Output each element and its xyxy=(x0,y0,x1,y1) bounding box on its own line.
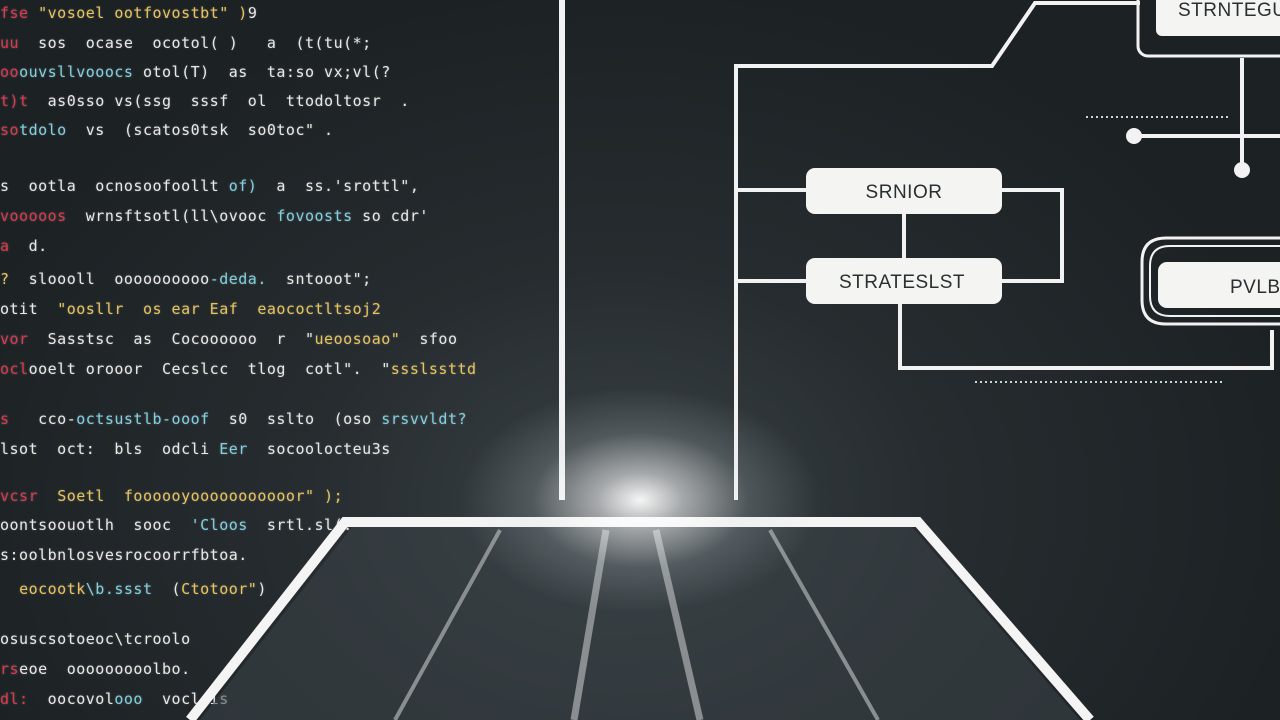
code-token: ocl xyxy=(0,360,29,378)
code-token: a xyxy=(0,237,10,255)
code-token: vcsr xyxy=(0,487,39,505)
code-line: oontsoouotlh sooc 'Cloos srtl.sl(. xyxy=(0,516,353,534)
node-strategy-label: STRNTEGU xyxy=(1178,0,1280,21)
node-plan-label: PVLBN xyxy=(1230,277,1280,298)
code-token: so cdr' xyxy=(352,207,429,225)
code-token: sloooll oooooooooo xyxy=(28,270,210,288)
code-line: rseoe ooooooooolbo. xyxy=(0,660,191,678)
code-token: 'Cloos xyxy=(190,516,248,534)
dotted-guides xyxy=(975,116,1230,383)
code-token: ( xyxy=(152,580,182,598)
code-token: "oosllr os ear Eaf eaococtltsoj2 xyxy=(57,300,382,318)
code-token: ooo xyxy=(114,690,143,708)
code-token: tdolo xyxy=(19,121,77,139)
code-line: vcsr Soetl foooooyooooooooooor" ); xyxy=(0,487,343,505)
code-token: -deda. xyxy=(209,270,267,288)
code-token: of) xyxy=(228,177,258,195)
code-token: ueoosoao" xyxy=(314,330,401,348)
code-line: fse "vosoel ootfovostbt" )9 xyxy=(0,4,257,22)
code-token: rs xyxy=(0,660,20,678)
code-token: eoe ooooooooolbo. xyxy=(19,660,191,678)
code-token: ootfovostbt" ) xyxy=(114,4,248,22)
code-token: Ctotoor" xyxy=(181,580,258,598)
code-panel: fse "vosoel ootfovostbt" )9 uu sos ocase … xyxy=(0,0,560,720)
code-token: eocootk xyxy=(19,580,86,598)
node-senior-label: SRNIOR xyxy=(866,182,943,203)
code-token: socoolocteu3s xyxy=(247,440,391,458)
code-token: Sasstsc as Cocoooooo r " xyxy=(28,330,315,348)
code-token: ) xyxy=(257,580,267,598)
code-token: ? xyxy=(0,270,29,288)
code-token: 9 xyxy=(247,4,258,22)
connector-dots xyxy=(1126,128,1250,178)
code-token: as0sso vs(ssg sssf ol ttodoltosr . xyxy=(28,92,410,110)
code-line: lsot oct: bls odcli Eer socoolocteu3s xyxy=(0,440,391,458)
code-token: fovoosts xyxy=(276,207,353,225)
code-token: fse xyxy=(0,4,39,22)
code-token: \b.ssst xyxy=(85,580,153,598)
code-token: d. xyxy=(9,237,48,255)
code-line: ooouvsllvooocs otol(T) as ta:so vx;vl(? xyxy=(0,63,391,81)
code-line: s ootla ocnosoofoollt of) a ss.'srottl", xyxy=(0,177,419,195)
code-line: osuscsotoeoc\tcroolo xyxy=(0,630,191,648)
code-token: s:oolbnlosvesrocoorrfbtoa. xyxy=(0,546,248,564)
code-line: vooooos wrnsftsotl(ll\ovooc fovoosts so … xyxy=(0,207,429,225)
code-line: eocootk\b.ssst (Ctotoor") xyxy=(0,580,267,598)
code-token: sntooot"; xyxy=(266,270,372,288)
code-token: otol(T) as ta:so vx;vl(? xyxy=(133,63,391,81)
code-token: lsot oct: bls odcli xyxy=(0,440,220,458)
code-token: foooooyooooooooooor" ); xyxy=(123,487,344,505)
code-token: "vosoel xyxy=(38,4,115,22)
code-token: wrnsftsotl(ll\ovooc xyxy=(66,207,277,225)
code-token: dl: xyxy=(0,690,29,708)
node-statesist: STRATESLST xyxy=(806,258,1002,304)
node-statesist-label: STRATESLST xyxy=(839,272,965,293)
code-token: so xyxy=(0,121,20,139)
code-token: octsustlb-ooof xyxy=(76,410,210,428)
code-token: oocovol xyxy=(28,690,115,708)
code-line: ? sloooll oooooooooo-deda. sntooot"; xyxy=(0,270,372,288)
code-line: uu sos ocase ocotol( ) a (t(tu(*; xyxy=(0,34,372,52)
code-token: s ootla ocnosoofoollt xyxy=(0,177,229,195)
code-token: s xyxy=(0,410,20,428)
node-strategy: STRNTEGU xyxy=(1136,0,1280,58)
code-token: s0 sslto (oso xyxy=(209,410,382,428)
code-token: Eer xyxy=(219,440,248,458)
code-token: cco- xyxy=(19,410,77,428)
code-token: a ss.'srottl", xyxy=(257,177,420,195)
flowchart-connectors xyxy=(734,1,1280,500)
code-line: t)t as0sso vs(ssg sssf ol ttodoltosr . xyxy=(0,92,410,110)
code-line: s:oolbnlosvesrocoorrfbtoa. xyxy=(0,546,248,564)
code-line: a d. xyxy=(0,237,48,255)
code-token: oo xyxy=(0,63,20,81)
node-senior: SRNIOR xyxy=(806,168,1002,214)
code-token: sos ocase ocotol( ) a (t(tu(*; xyxy=(19,34,372,52)
code-token: vor xyxy=(0,330,29,348)
code-line: sotdolo vs (scatos0tsk so0toc" . xyxy=(0,121,334,139)
code-token: ouvsllvooocs xyxy=(19,63,134,81)
code-token: srtl.sl(. xyxy=(247,516,353,534)
code-token: vooooos xyxy=(0,207,67,225)
code-token: vs (scatos0tsk so0toc" . xyxy=(76,121,334,139)
node-plan: PVLBN xyxy=(1140,236,1280,326)
code-token: t)t xyxy=(0,92,29,110)
code-line: otit "oosllr os ear Eaf eaococtltsoj2 xyxy=(0,300,381,318)
code-token: ooelt orooor Cecslcc tlog cotl". " xyxy=(28,360,391,378)
code-token: uu xyxy=(0,34,20,52)
code-token: otit xyxy=(0,300,58,318)
code-token: osuscsotoeoc\tcroolo xyxy=(0,630,191,648)
code-token: oontsoouotlh sooc xyxy=(0,516,191,534)
code-token: Soetl xyxy=(57,487,105,505)
